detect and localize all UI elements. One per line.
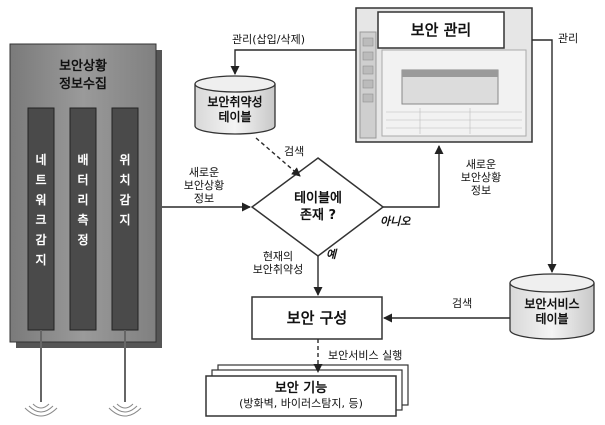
- security-mgmt-title-box: [377, 11, 505, 49]
- new-info-left-line3: 정보: [193, 192, 215, 205]
- mgmt-grid: [386, 108, 522, 134]
- new-info-left-line2: 보안상황: [183, 179, 225, 192]
- security-config-title: 보안 구성: [286, 309, 348, 327]
- sensor-label-location: 위치 감지: [119, 153, 131, 227]
- sensor-bar-network: [27, 107, 55, 331]
- collection-title-line2: 정보수집: [59, 77, 107, 92]
- edge-label-new-info-left: 새로운 보안상황 정보: [166, 166, 242, 205]
- edge-manage-insert-delete: [230, 49, 356, 75]
- service-table-line1: 보안서비스: [524, 297, 580, 311]
- service-table-line2: 테이블: [535, 312, 569, 326]
- decision-line1: 테이블에: [294, 191, 342, 206]
- current-vuln-line2: 보안취약성: [252, 263, 304, 276]
- vuln-table-label: 보안취약성 테이블: [195, 95, 275, 125]
- new-info-right-line1: 새로운: [465, 158, 497, 171]
- security-config-box: [251, 296, 383, 340]
- edge-label-new-info-right: 새로운 보안상황 정보: [444, 158, 518, 197]
- vuln-table-line1: 보안취약성: [207, 95, 263, 109]
- service-table-cylinder: [509, 273, 595, 340]
- edge-label-yes: 예: [326, 248, 337, 261]
- collection-title-line1: 보안상황: [59, 59, 107, 74]
- vuln-table-line2: 테이블: [218, 110, 252, 124]
- mgmt-dialog-titlebar: [402, 70, 498, 77]
- edge-label-search-right: 검색: [452, 297, 473, 310]
- sensor-label-network: 네트워크 감지: [35, 153, 47, 267]
- edge-search-vuln: [255, 137, 301, 177]
- current-vuln-line1: 현재의: [262, 250, 294, 263]
- security-function-title: 보안 기능: [274, 381, 328, 396]
- mgmt-toolbar-icons: [362, 37, 374, 103]
- edge-label-search-top: 검색: [284, 145, 305, 158]
- edge-label-run-service: 보안서비스 실행: [328, 349, 403, 362]
- security-function-subtitle: (방화벽, 바이러스탐지, 등): [239, 397, 363, 410]
- new-info-left-line1: 새로운: [188, 166, 220, 179]
- sensor-label-battery: 배터리 측정: [77, 153, 89, 247]
- edge-no: [383, 145, 444, 208]
- edge-label-no: 아니오: [380, 215, 411, 228]
- edge-label-current-vuln: 현재의 보안취약성: [240, 250, 316, 276]
- decision-line2: 존재 ?: [300, 208, 336, 223]
- edge-label-manage-right: 관리: [558, 32, 579, 45]
- collection-box-title: 보안상황 정보수집: [10, 58, 156, 94]
- security-function-label: 보안 기능 (방화벽, 바이러스탐지, 등): [206, 380, 396, 411]
- decision-label: 테이블에 존재 ?: [262, 190, 374, 224]
- vuln-table-cylinder: [194, 75, 276, 135]
- signal-wave-icon: [24, 403, 142, 417]
- security-mgmt-title: 보안 관리: [410, 21, 472, 39]
- new-info-right-line2: 보안상황: [460, 171, 502, 184]
- edge-label-manage-insert-delete: 관리(삽입/삭제): [232, 33, 306, 46]
- service-table-label: 보안서비스 테이블: [510, 297, 594, 327]
- sensor-bar-battery: [69, 107, 97, 331]
- security-function-box: [205, 375, 397, 417]
- new-info-right-line3: 정보: [470, 184, 492, 197]
- edge-manage-service: [532, 39, 557, 273]
